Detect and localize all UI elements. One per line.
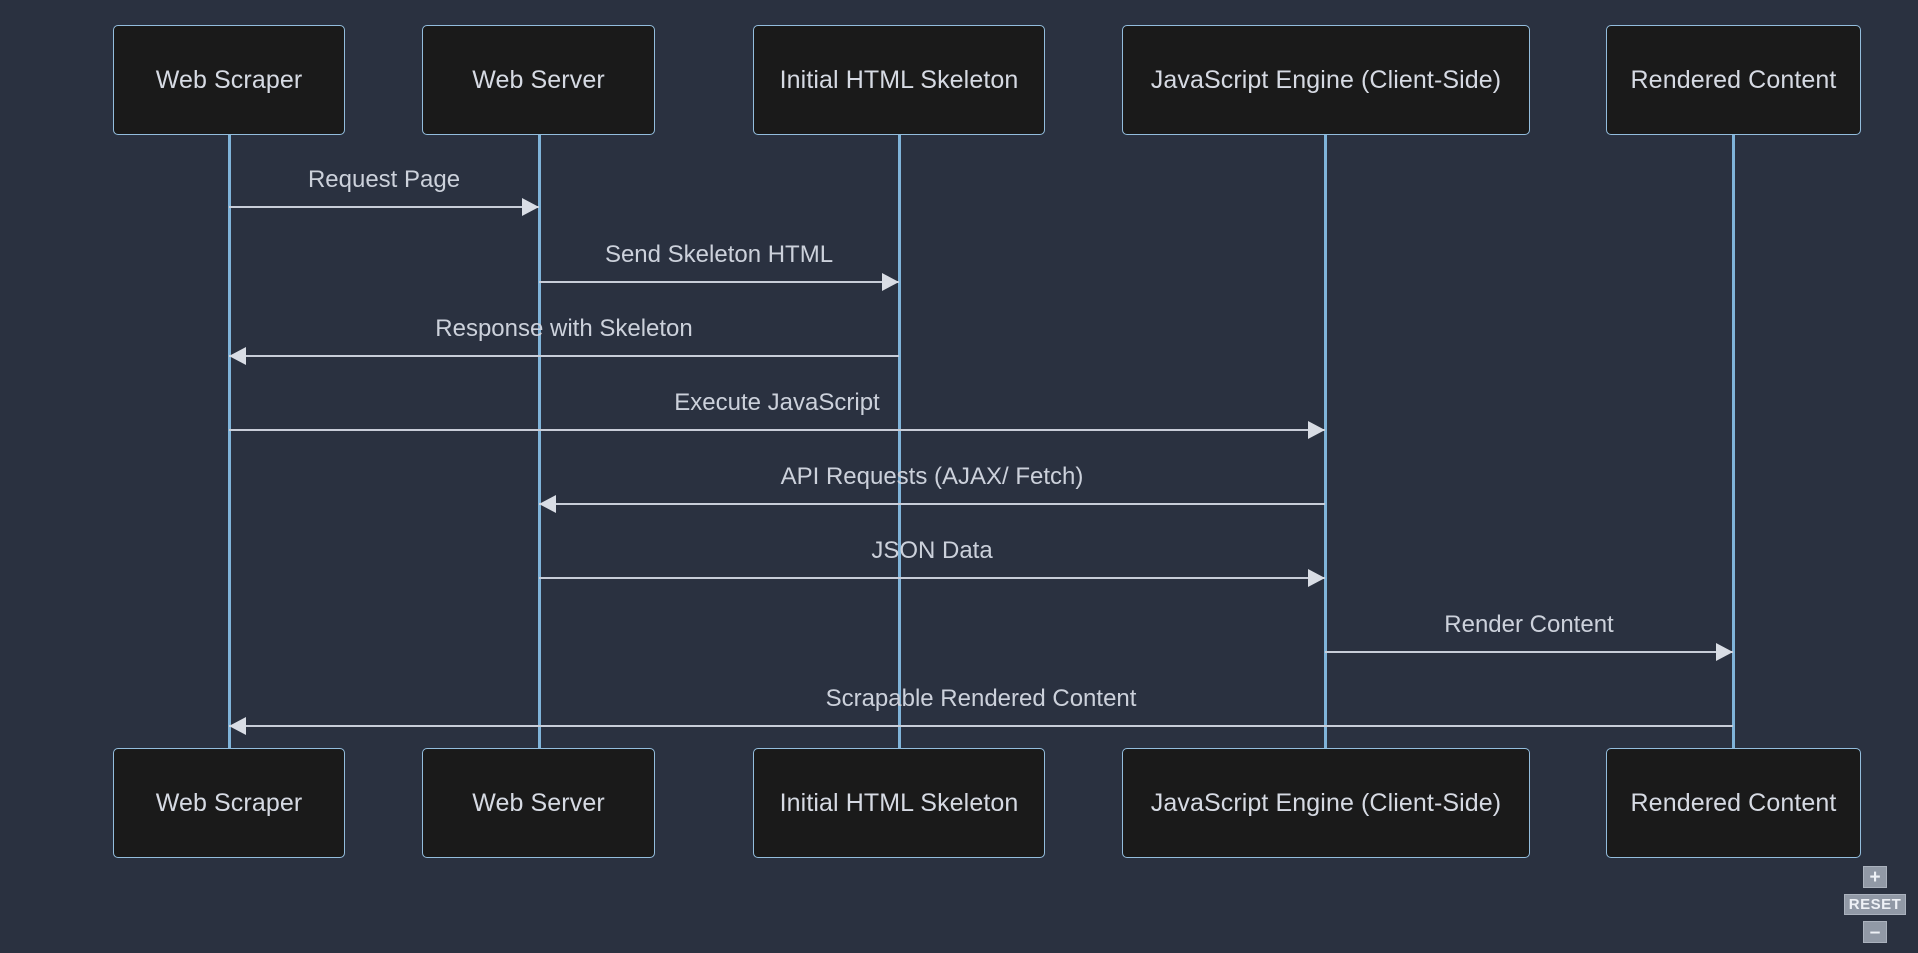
message-line-4 (539, 503, 1325, 506)
participant-label: JavaScript Engine (Client-Side) (1150, 65, 1502, 94)
zoom-controls: + RESET – (1844, 866, 1906, 943)
message-label-6: Render Content (1444, 611, 1614, 638)
lifeline-scraper (227, 135, 231, 748)
message-label-4: API Requests (AJAX/ Fetch) (780, 463, 1084, 490)
message-arrowhead-3 (1308, 421, 1325, 440)
participant-label: Rendered Content (1630, 65, 1837, 94)
participant-bottom-scraper[interactable]: Web Scraper (113, 748, 345, 858)
participant-label: Web Server (472, 788, 605, 817)
message-label-5: JSON Data (871, 537, 993, 564)
zoom-out-button[interactable]: – (1863, 921, 1887, 943)
message-line-5 (539, 577, 1325, 580)
message-arrowhead-4 (539, 495, 556, 514)
participant-top-rendered[interactable]: Rendered Content (1606, 25, 1861, 135)
participant-bottom-skeleton[interactable]: Initial HTML Skeleton (753, 748, 1045, 858)
participant-top-jsengine[interactable]: JavaScript Engine (Client-Side) (1122, 25, 1530, 135)
participant-label: Web Scraper (155, 788, 303, 817)
participant-bottom-server[interactable]: Web Server (422, 748, 655, 858)
zoom-in-button[interactable]: + (1863, 866, 1887, 888)
message-line-0 (229, 206, 539, 209)
participant-label: Rendered Content (1630, 788, 1837, 817)
participant-top-skeleton[interactable]: Initial HTML Skeleton (753, 25, 1045, 135)
message-label-0: Request Page (307, 166, 461, 193)
lifeline-rendered (1731, 135, 1735, 748)
message-arrowhead-6 (1716, 643, 1733, 662)
participant-label: JavaScript Engine (Client-Side) (1150, 788, 1502, 817)
lifeline-skeleton (897, 135, 901, 748)
participant-label: Initial HTML Skeleton (779, 788, 1019, 817)
zoom-reset-button[interactable]: RESET (1844, 894, 1906, 915)
participant-label: Web Server (472, 65, 605, 94)
message-label-7: Scrapable Rendered Content (825, 685, 1137, 712)
participant-label: Web Scraper (155, 65, 303, 94)
message-arrowhead-7 (229, 717, 246, 736)
message-arrowhead-0 (522, 198, 539, 217)
message-line-1 (539, 281, 899, 284)
participant-top-scraper[interactable]: Web Scraper (113, 25, 345, 135)
message-line-6 (1325, 651, 1733, 654)
participant-bottom-rendered[interactable]: Rendered Content (1606, 748, 1861, 858)
message-label-3: Execute JavaScript (674, 389, 880, 416)
participant-top-server[interactable]: Web Server (422, 25, 655, 135)
message-line-3 (229, 429, 1325, 432)
message-line-2 (229, 355, 899, 358)
message-label-1: Send Skeleton HTML (604, 241, 834, 268)
message-arrowhead-5 (1308, 569, 1325, 588)
participant-bottom-jsengine[interactable]: JavaScript Engine (Client-Side) (1122, 748, 1530, 858)
lifeline-server (537, 135, 541, 748)
message-label-2: Response with Skeleton (435, 315, 693, 342)
message-line-7 (229, 725, 1733, 728)
participant-label: Initial HTML Skeleton (779, 65, 1019, 94)
message-arrowhead-2 (229, 347, 246, 366)
message-arrowhead-1 (882, 273, 899, 292)
lifeline-jsengine (1323, 135, 1327, 748)
